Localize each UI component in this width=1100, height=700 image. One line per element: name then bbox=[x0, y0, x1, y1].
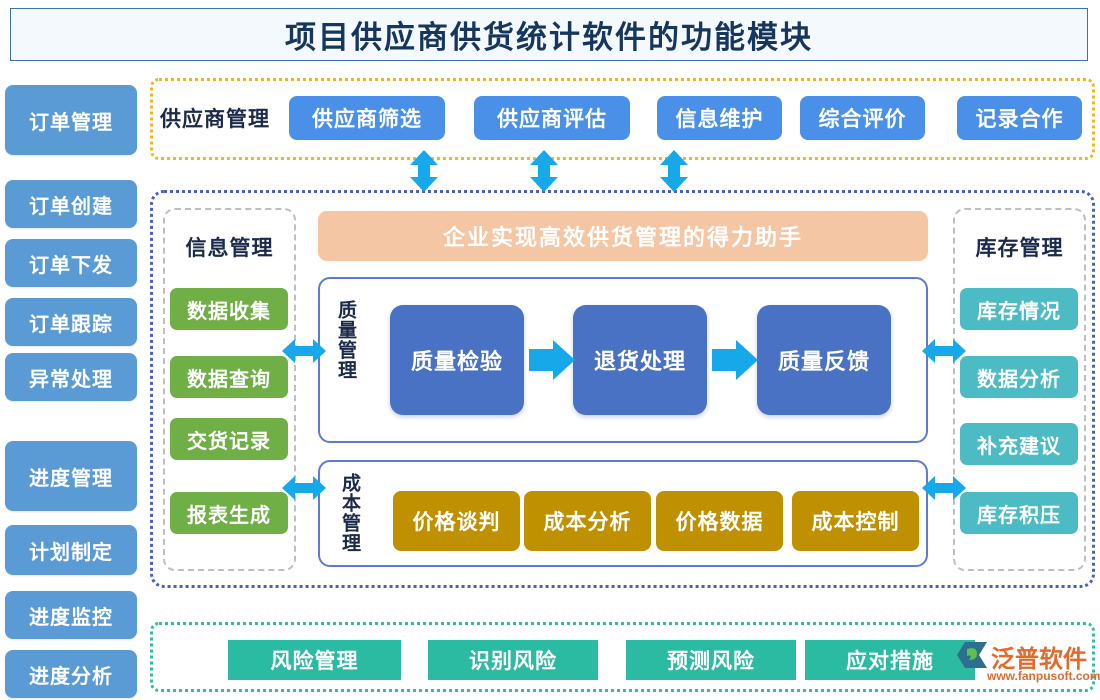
sidebar-item-7[interactable]: 计划制定 bbox=[5, 525, 137, 575]
supplier-management-region bbox=[150, 78, 1095, 160]
horizontal-double-arrow-1 bbox=[282, 336, 326, 366]
sidebar-item-2[interactable]: 订单创建 bbox=[5, 180, 137, 228]
cost-management-label: 成本管理 bbox=[339, 473, 360, 553]
horizontal-double-arrow-2 bbox=[282, 473, 326, 503]
quality-item-1[interactable]: 质量检验 bbox=[390, 305, 524, 415]
quality-item-3[interactable]: 质量反馈 bbox=[757, 305, 891, 415]
cost-item-4[interactable]: 成本控制 bbox=[792, 491, 919, 551]
supplier-button-1[interactable]: 供应商筛选 bbox=[289, 96, 445, 140]
info-item-4[interactable]: 报表生成 bbox=[170, 492, 288, 534]
supplier-button-5[interactable]: 记录合作 bbox=[957, 96, 1082, 140]
horizontal-double-arrow-3 bbox=[922, 336, 966, 366]
banner-slogan: 企业实现高效供货管理的得力助手 bbox=[318, 211, 928, 261]
sidebar-item-6[interactable]: 进度管理 bbox=[5, 441, 137, 511]
risk-button-2[interactable]: 识别风险 bbox=[428, 640, 598, 680]
sidebar-item-8[interactable]: 进度监控 bbox=[5, 591, 137, 639]
risk-button-4[interactable]: 应对措施 bbox=[805, 640, 975, 680]
info-item-1[interactable]: 数据收集 bbox=[170, 288, 288, 330]
inventory-item-1[interactable]: 库存情况 bbox=[960, 288, 1078, 330]
page-title-bar: 项目供应商供货统计软件的功能模块 bbox=[10, 8, 1088, 61]
cost-item-1[interactable]: 价格谈判 bbox=[393, 491, 520, 551]
risk-management-region bbox=[150, 622, 1095, 692]
flow-chevron-icon-2 bbox=[712, 338, 758, 382]
inventory-item-4[interactable]: 库存积压 bbox=[960, 492, 1078, 534]
information-management-title: 信息管理 bbox=[185, 237, 274, 260]
cost-item-3[interactable]: 价格数据 bbox=[656, 491, 783, 551]
sidebar-item-5[interactable]: 异常处理 bbox=[5, 353, 137, 401]
cost-item-2[interactable]: 成本分析 bbox=[524, 491, 651, 551]
vertical-double-arrow-3 bbox=[657, 150, 691, 192]
core-management-region bbox=[150, 190, 1095, 588]
quality-item-2[interactable]: 退货处理 bbox=[573, 305, 707, 415]
inventory-item-3[interactable]: 补充建议 bbox=[960, 423, 1078, 465]
supplier-button-3[interactable]: 信息维护 bbox=[657, 96, 782, 140]
inventory-item-2[interactable]: 数据分析 bbox=[960, 356, 1078, 398]
quality-management-label: 质量管理 bbox=[335, 300, 356, 380]
sidebar-item-4[interactable]: 订单跟踪 bbox=[5, 298, 137, 346]
supplier-management-label: 供应商管理 bbox=[160, 108, 270, 131]
risk-button-1[interactable]: 风险管理 bbox=[228, 640, 401, 680]
page-title: 项目供应商供货统计软件的功能模块 bbox=[285, 20, 813, 55]
risk-button-3[interactable]: 预测风险 bbox=[626, 640, 796, 680]
vertical-double-arrow-2 bbox=[527, 150, 561, 192]
flow-chevron-icon-1 bbox=[529, 338, 575, 382]
supplier-button-2[interactable]: 供应商评估 bbox=[474, 96, 630, 140]
vertical-double-arrow-1 bbox=[407, 150, 441, 192]
horizontal-double-arrow-4 bbox=[922, 473, 966, 503]
supplier-button-4[interactable]: 综合评价 bbox=[800, 96, 925, 140]
sidebar-item-9[interactable]: 进度分析 bbox=[5, 650, 137, 698]
info-item-3[interactable]: 交货记录 bbox=[170, 418, 288, 460]
info-item-2[interactable]: 数据查询 bbox=[170, 356, 288, 398]
sidebar-item-3[interactable]: 订单下发 bbox=[5, 239, 137, 287]
sidebar-item-1[interactable]: 订单管理 bbox=[5, 85, 137, 155]
inventory-management-title: 库存管理 bbox=[975, 237, 1064, 260]
